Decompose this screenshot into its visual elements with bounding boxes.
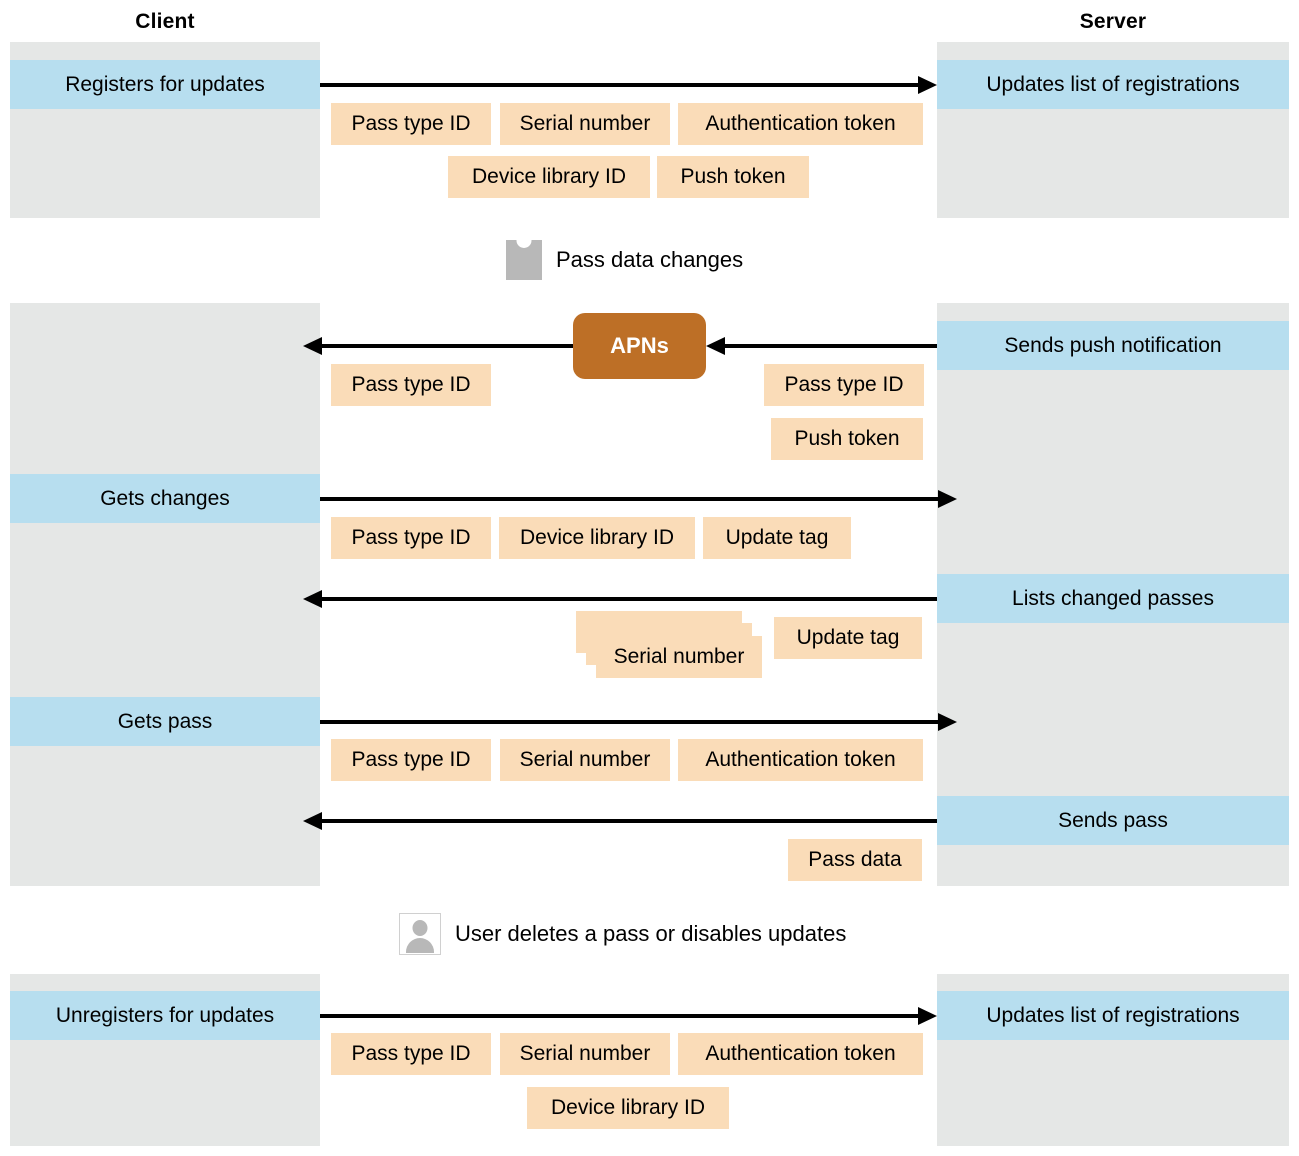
event-label: Pass data changes	[556, 247, 744, 272]
chip-label: Device library ID	[519, 526, 675, 549]
action-label: Updates list of registrations	[986, 1003, 1240, 1027]
chip-gets-pass-pass-type-id: Pass type ID	[331, 739, 491, 781]
chip-label: Serial number	[519, 748, 651, 771]
arrow-head	[918, 1007, 937, 1025]
action-lists-changed-passes: Lists changed passes	[937, 574, 1289, 623]
action-sends-pass: Sends pass	[937, 796, 1289, 845]
chip-apns-client-pass-type-id: Pass type ID	[331, 364, 491, 406]
action-gets-changes: Gets changes	[10, 474, 320, 523]
chip-gets-changes-pass-type-id: Pass type ID	[331, 517, 491, 559]
arrow-shaft	[723, 344, 937, 348]
chip-pass-data: Pass data	[788, 839, 922, 881]
action-registers-for-updates: Registers for updates	[10, 60, 320, 109]
chip-label: Serial number	[613, 645, 745, 668]
arrow-head	[938, 490, 957, 508]
pass-icon	[506, 240, 542, 280]
user-icon-body	[406, 938, 434, 953]
column-header-client: Client	[135, 10, 195, 33]
chip-label: Pass type ID	[351, 373, 471, 396]
action-label: Unregisters for updates	[55, 1003, 275, 1027]
arrow-shaft	[320, 720, 940, 724]
action-sends-push-notification: Sends push notification	[937, 321, 1289, 370]
arrow-shaft	[320, 83, 920, 87]
event-pass-data-changes: Pass data changes	[506, 240, 743, 280]
chip-label: Push token	[794, 427, 900, 450]
chip-gets-pass-serial-number: Serial number	[500, 739, 670, 781]
action-label: Sends pass	[1058, 808, 1168, 832]
chip-label: Update tag	[796, 626, 900, 649]
action-unregisters-for-updates: Unregisters for updates	[10, 991, 320, 1040]
chip-unregister-serial-number: Serial number	[500, 1033, 670, 1075]
chip-label: Pass data	[808, 848, 902, 871]
chip-pass-type-id: Pass type ID	[331, 103, 491, 145]
action-gets-pass: Gets pass	[10, 697, 320, 746]
chip-stack-serial-number: Serial number	[576, 611, 762, 681]
chip-label: Serial number	[519, 1042, 651, 1065]
chip-unregister-authentication-token: Authentication token	[678, 1033, 923, 1075]
chip-serial-number: Serial number	[500, 103, 670, 145]
chip-label: Pass type ID	[784, 373, 904, 396]
arrow-head	[303, 812, 322, 830]
arrow-shaft	[320, 344, 574, 348]
chip-push-token: Push token	[657, 156, 809, 198]
chip-stack-sheet-front: Serial number	[596, 636, 762, 678]
arrow-client-to-server-gets-pass	[320, 713, 957, 731]
chip-label: Device library ID	[550, 1096, 706, 1119]
apns-label: APNs	[610, 333, 669, 358]
chip-label: Authentication token	[705, 1042, 896, 1065]
action-updates-list-of-registrations-1: Updates list of registrations	[937, 60, 1289, 109]
action-label: Gets changes	[100, 486, 230, 510]
user-icon-head	[412, 920, 428, 936]
arrow-apns-to-client	[303, 337, 574, 355]
chip-gets-changes-update-tag: Update tag	[703, 517, 851, 559]
action-label: Sends push notification	[1004, 333, 1222, 357]
action-label: Gets pass	[117, 709, 213, 733]
arrow-head	[303, 337, 322, 355]
arrow-client-to-server-register	[320, 76, 937, 94]
chip-label: Push token	[680, 165, 786, 188]
arrow-server-to-apns	[706, 337, 937, 355]
chip-label: Pass type ID	[351, 112, 471, 135]
action-label: Updates list of registrations	[986, 72, 1240, 96]
chip-gets-changes-device-library-id: Device library ID	[499, 517, 695, 559]
arrow-server-to-client-lists-changed	[303, 590, 937, 608]
arrow-server-to-client-sends-pass	[303, 812, 937, 830]
chip-lists-changed-update-tag: Update tag	[774, 617, 922, 659]
chip-authentication-token: Authentication token	[678, 103, 923, 145]
action-label: Lists changed passes	[1012, 586, 1214, 610]
arrow-shaft	[320, 497, 940, 501]
arrow-shaft	[320, 597, 937, 601]
action-updates-list-of-registrations-2: Updates list of registrations	[937, 991, 1289, 1040]
arrow-client-to-server-unregister	[320, 1007, 937, 1025]
arrow-head	[706, 337, 725, 355]
chip-label: Serial number	[519, 112, 651, 135]
apns-node[interactable]: APNs	[573, 313, 706, 379]
chip-device-library-id: Device library ID	[448, 156, 650, 198]
chip-label: Authentication token	[705, 112, 896, 135]
arrow-shaft	[320, 819, 937, 823]
chip-label: Authentication token	[705, 748, 896, 771]
chip-unregister-device-library-id: Device library ID	[527, 1087, 729, 1129]
chip-unregister-pass-type-id: Pass type ID	[331, 1033, 491, 1075]
chip-label: Pass type ID	[351, 526, 471, 549]
lane-client-update	[10, 303, 320, 886]
column-header-server: Server	[1079, 10, 1147, 33]
event-label: User deletes a pass or disables updates	[455, 921, 847, 946]
chip-apns-server-push-token: Push token	[771, 418, 923, 460]
chip-label: Pass type ID	[351, 1042, 471, 1065]
arrow-head	[938, 713, 957, 731]
arrow-client-to-server-gets-changes	[320, 490, 957, 508]
chip-gets-pass-authentication-token: Authentication token	[678, 739, 923, 781]
event-user-deletes-pass: User deletes a pass or disables updates	[399, 913, 846, 955]
chip-apns-server-pass-type-id: Pass type ID	[764, 364, 924, 406]
user-icon	[399, 913, 441, 955]
chip-label: Pass type ID	[351, 748, 471, 771]
arrow-head	[918, 76, 937, 94]
arrow-head	[303, 590, 322, 608]
arrow-shaft	[320, 1014, 920, 1018]
action-label: Registers for updates	[65, 72, 265, 96]
chip-label: Device library ID	[471, 165, 627, 188]
chip-label: Update tag	[725, 526, 829, 549]
